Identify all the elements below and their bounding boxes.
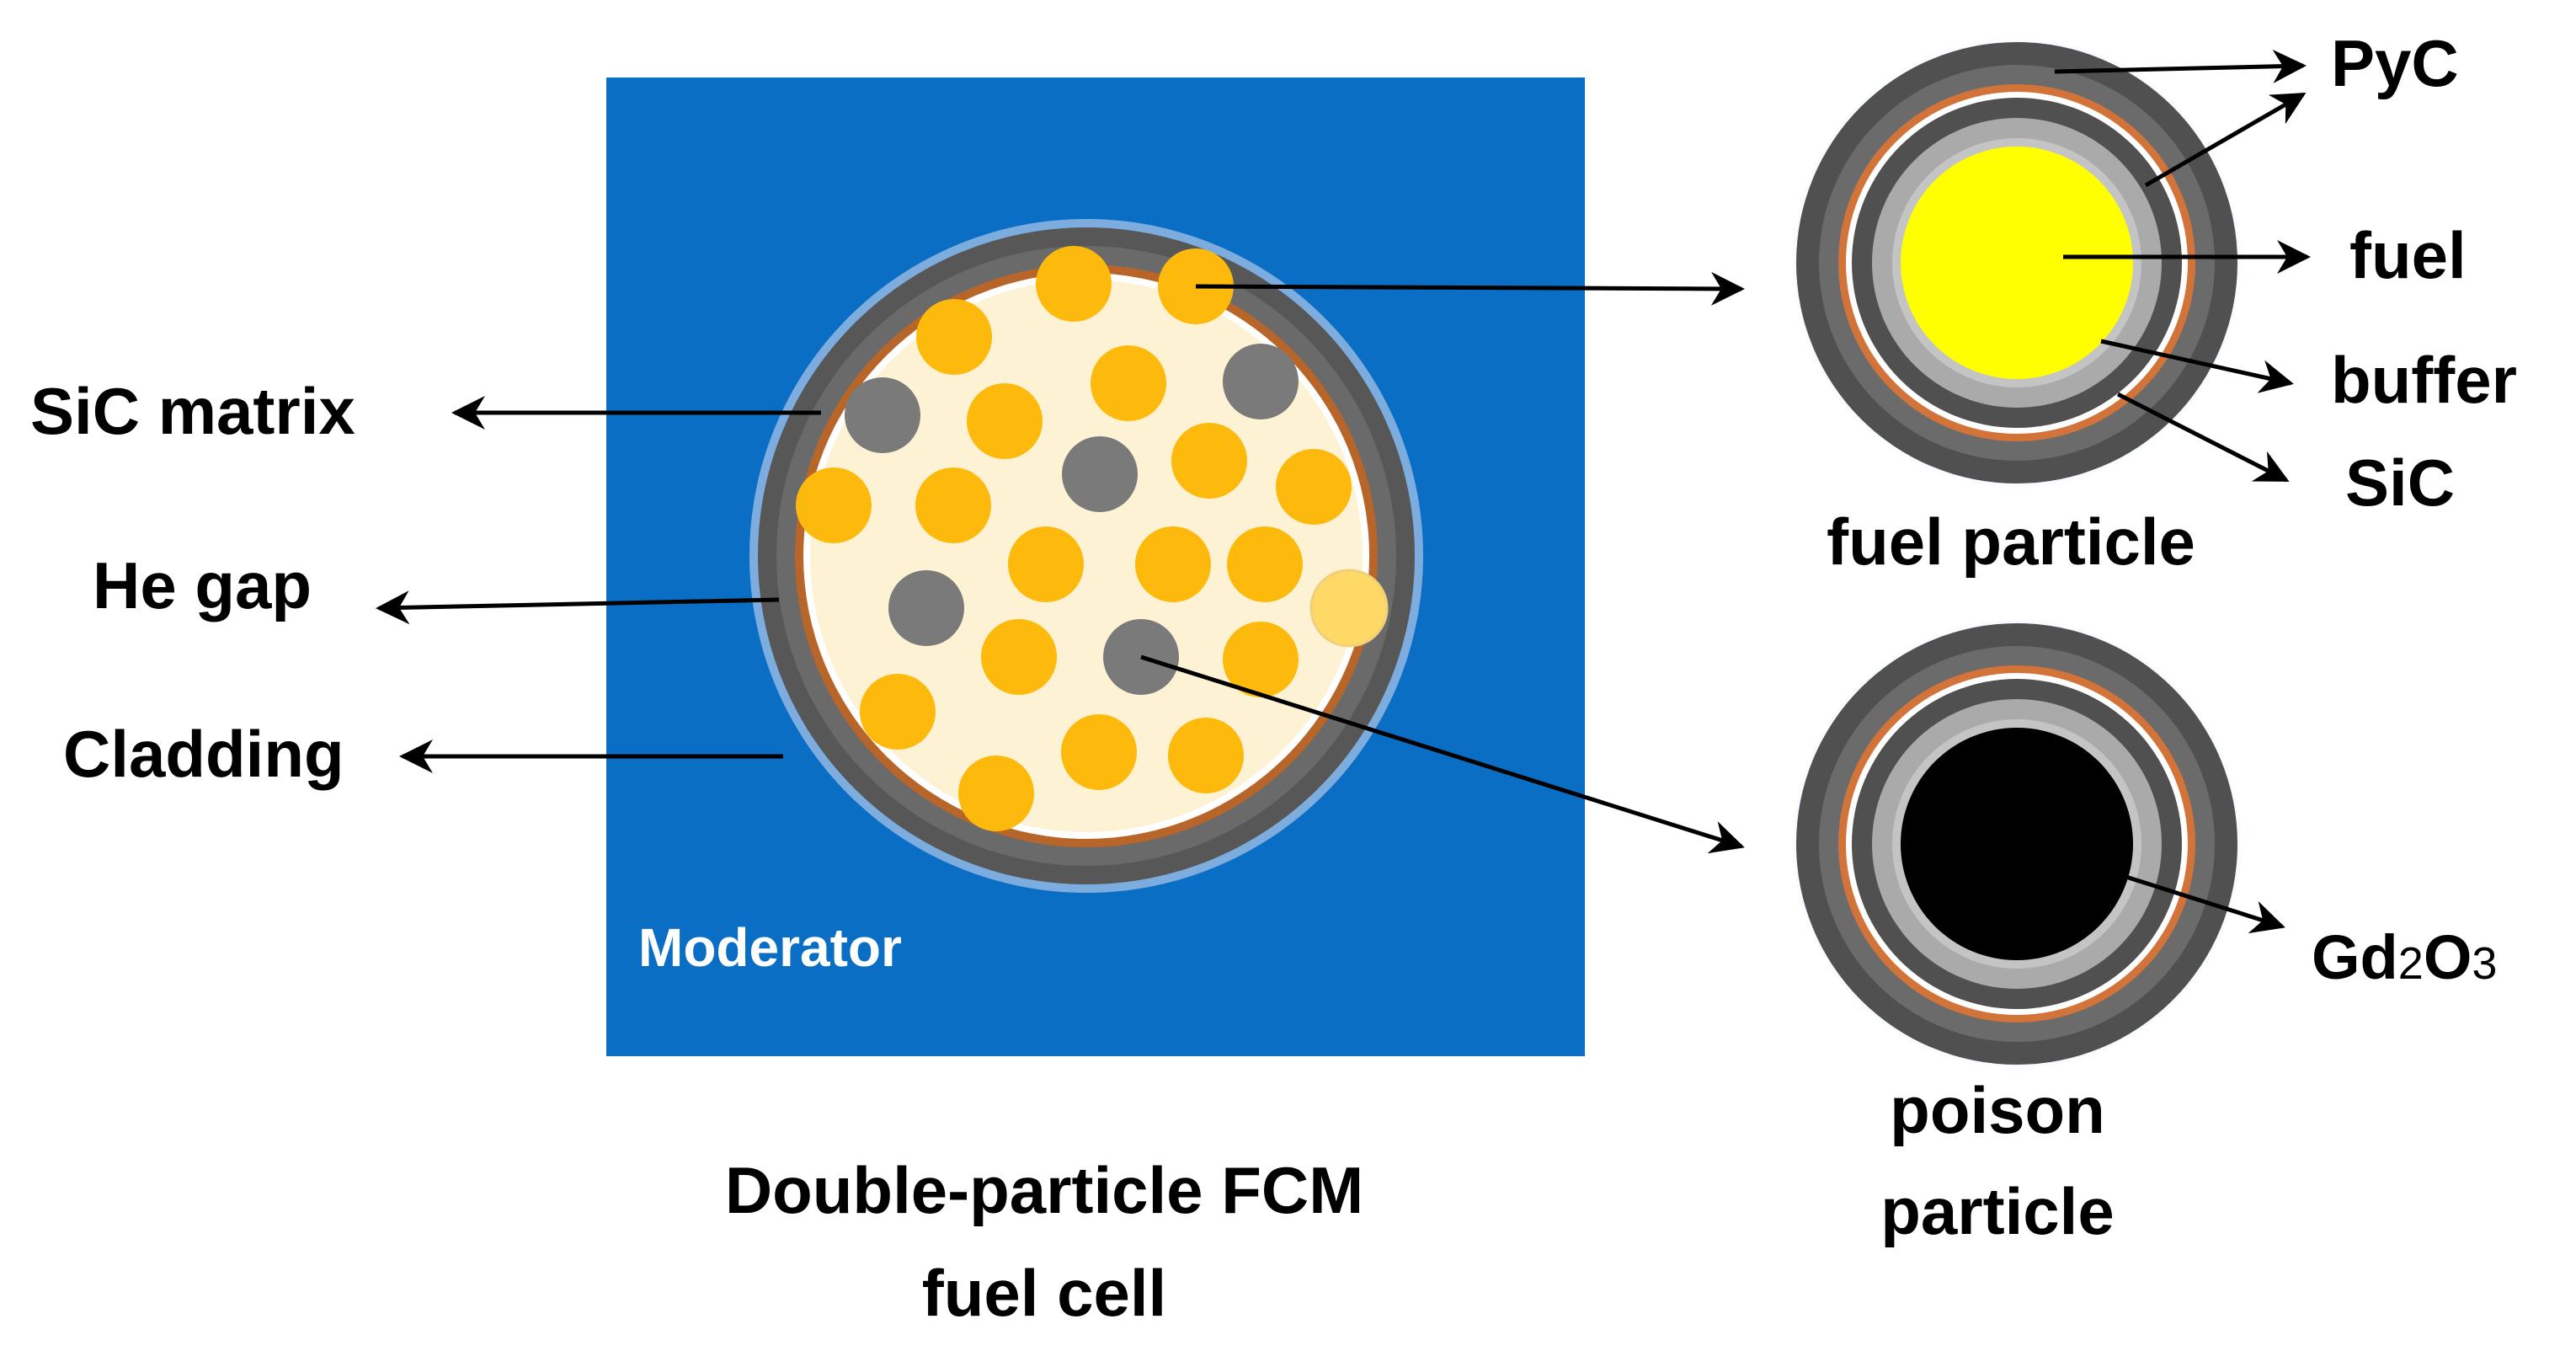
fuel-kernel-in-cell <box>1171 423 1247 499</box>
gd2o3-sub2: 3 <box>2472 938 2497 989</box>
poison-kernel-in-cell <box>1062 436 1138 512</box>
fuel-particle-pointer <box>1195 271 1745 306</box>
poison-kernel-in-cell <box>1223 344 1299 419</box>
gd2o3-gd: Gd <box>2312 922 2398 992</box>
gd2o3-label: Gd2O3 <box>2312 922 2497 992</box>
cell-caption-line1: Double-particle FCM <box>725 1153 1363 1227</box>
pyc-arrow-2 <box>2144 92 2307 188</box>
sic-matrix <box>810 280 1363 832</box>
fuel-kernel-in-cell <box>860 674 936 750</box>
gd2o3-arrow <box>2096 865 2285 934</box>
pyc-label: PyC <box>2331 26 2459 100</box>
fuel-kernel-in-cell <box>1227 526 1303 602</box>
fuel-kernel-in-cell <box>958 756 1034 831</box>
poison-particle <box>1791 618 2243 1070</box>
fuel-kernel-in-cell <box>915 467 991 543</box>
fuel-kernel-in-cell <box>1168 718 1244 793</box>
fuel-kernel <box>1901 147 2133 379</box>
fuel-kernel-in-cell <box>916 299 992 375</box>
gd2o3-sub1: 2 <box>2398 938 2424 989</box>
fuel-kernel-in-cell <box>1061 714 1137 790</box>
fuel-kernel-in-cell <box>1091 345 1166 421</box>
cell-particles <box>796 246 1389 831</box>
cell-caption-line2: fuel cell <box>922 1256 1166 1330</box>
fuel-kernel-in-cell <box>796 467 872 543</box>
poison-kernel-in-cell <box>888 570 964 646</box>
poison-particle-pointer <box>1140 654 1745 854</box>
buffer-label: buffer <box>2331 343 2517 417</box>
fuel-kernel-in-cell <box>1135 526 1211 602</box>
poison-particle-caption-line2: particle <box>1880 1174 2114 1248</box>
fuel-kernel-in-cell <box>1223 622 1299 697</box>
fuel-kernel-in-cell <box>1008 526 1084 602</box>
gd2o3-o: O <box>2424 922 2472 992</box>
fuel-particle-caption: fuel particle <box>1827 505 2195 579</box>
poison-particle-caption-line1: poison <box>1890 1073 2105 1147</box>
fuel-kernel-in-cell <box>1309 569 1389 648</box>
fuel-kernel-in-cell <box>1036 246 1112 322</box>
he-gap-label: He gap <box>93 548 312 622</box>
sic-arrow <box>2116 392 2290 483</box>
gd2o3-kernel <box>1901 728 2133 960</box>
fuel-cell <box>749 219 1423 893</box>
fuel-kernel-in-cell <box>1276 449 1352 525</box>
fuel-kernel-in-cell <box>967 383 1043 459</box>
cladding-label: Cladding <box>63 717 344 791</box>
sic-matrix-label: SiC matrix <box>30 374 355 448</box>
fuel-particle <box>1791 37 2243 489</box>
poison-kernel-in-cell <box>845 377 920 453</box>
sic-label: SiC <box>2345 446 2455 520</box>
fuel-label: fuel <box>2349 218 2467 292</box>
fuel-kernel-in-cell <box>981 619 1057 695</box>
he-gap-arrow <box>376 590 780 625</box>
moderator-label: Moderator <box>638 917 902 978</box>
buffer-arrow <box>2100 339 2294 393</box>
pyc-arrow-1 <box>2054 49 2307 83</box>
